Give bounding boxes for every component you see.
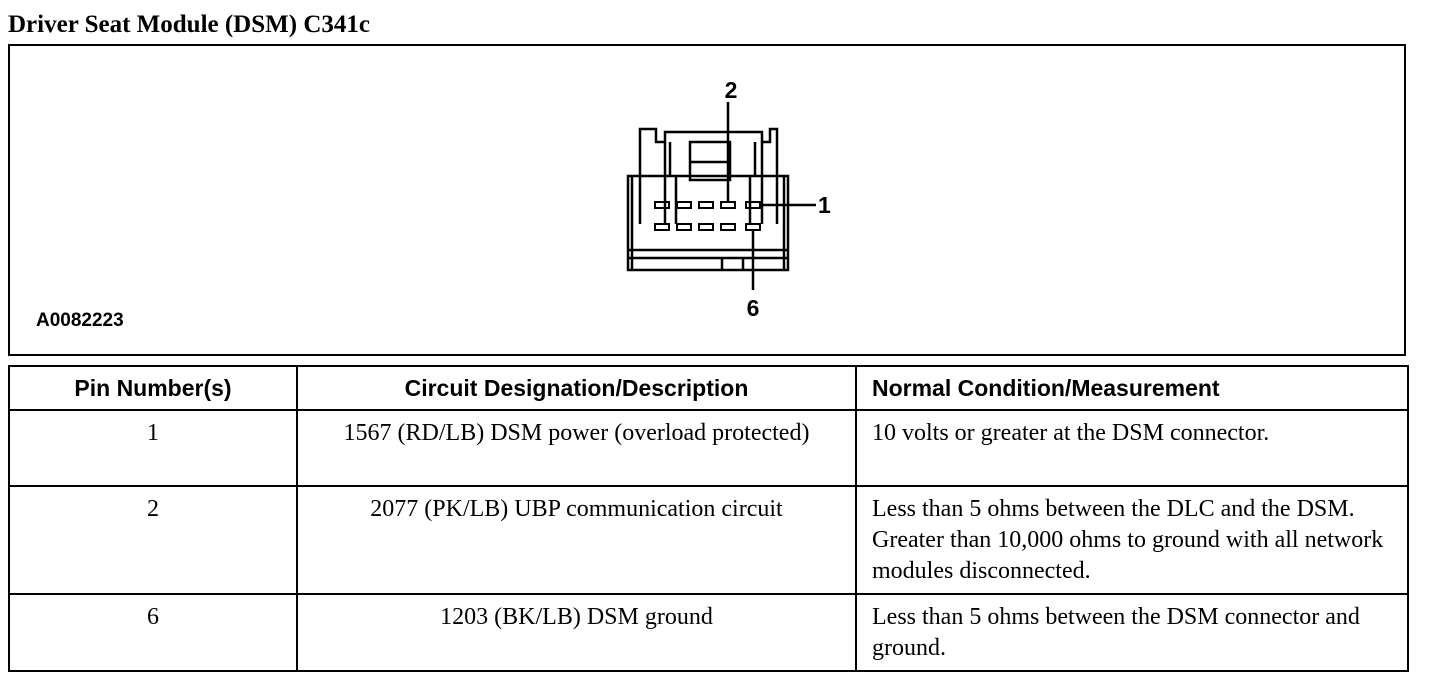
cell-pin: 6 — [8, 593, 298, 672]
cell-circuit: 1567 (RD/LB) DSM power (overload protect… — [296, 409, 857, 487]
pin-2-label: 2 — [725, 77, 738, 103]
header-condition: Normal Condition/Measurement — [855, 365, 1409, 411]
cell-condition: Less than 5 ohms between the DSM connect… — [855, 593, 1409, 672]
table-row: 1 1567 (RD/LB) DSM power (overload prote… — [8, 409, 1409, 487]
pin-cavity — [698, 201, 714, 209]
page-title: Driver Seat Module (DSM) C341c — [8, 11, 370, 38]
pin-cavity — [698, 223, 714, 231]
figure-id: A0082223 — [36, 310, 124, 331]
header-circuit: Circuit Designation/Description — [296, 365, 857, 411]
pin-cavity — [676, 201, 692, 209]
table-header-row: Pin Number(s) Circuit Designation/Descri… — [8, 365, 1409, 411]
cell-pin: 2 — [8, 485, 298, 595]
pin-1-cavity — [745, 201, 761, 209]
connector-figure: 2 1 6 A0082223 — [8, 44, 1406, 356]
table-row: 6 1203 (BK/LB) DSM ground Less than 5 oh… — [8, 593, 1409, 672]
pin-1-label: 1 — [818, 192, 831, 218]
cell-circuit: 2077 (PK/LB) UBP communication circuit — [296, 485, 857, 595]
pin-cavity — [720, 223, 736, 231]
connector-latch — [638, 127, 779, 224]
pin-cavity — [676, 223, 692, 231]
pin-cavity — [654, 201, 670, 209]
cell-pin: 1 — [8, 409, 298, 487]
header-pin-number: Pin Number(s) — [8, 365, 298, 411]
pin-cavity — [720, 201, 736, 209]
cell-condition: 10 volts or greater at the DSM connector… — [855, 409, 1409, 487]
pin-6-cavity — [745, 223, 761, 231]
pin-table: Pin Number(s) Circuit Designation/Descri… — [8, 365, 1409, 672]
table-row: 2 2077 (PK/LB) UBP communication circuit… — [8, 485, 1409, 595]
pin-6-label: 6 — [747, 295, 760, 321]
cell-condition: Less than 5 ohms between the DLC and the… — [855, 485, 1409, 595]
cell-circuit: 1203 (BK/LB) DSM ground — [296, 593, 857, 672]
connector-diagram: 2 1 6 — [626, 77, 831, 321]
pin-cavity — [654, 223, 670, 231]
connector-body — [626, 174, 790, 272]
